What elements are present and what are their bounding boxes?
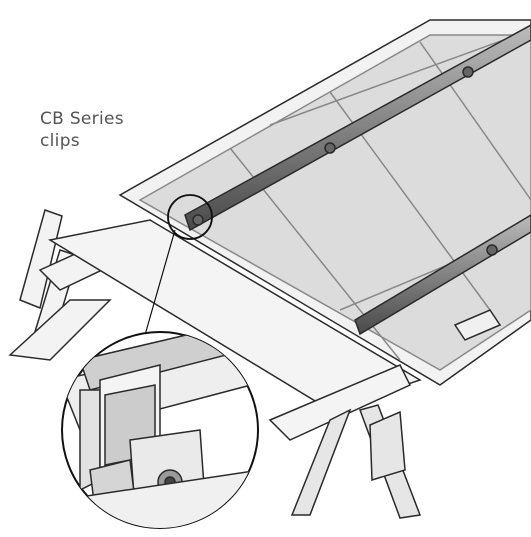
callout-label-line1: CB Series bbox=[40, 109, 124, 129]
callout-leader-line bbox=[144, 229, 176, 336]
mounting-rails bbox=[184, 24, 531, 336]
callout-marker-circle bbox=[167, 194, 213, 240]
right-support-stand bbox=[290, 404, 422, 519]
support-beam bbox=[47, 219, 422, 441]
callout-label: CB Series clips bbox=[40, 108, 124, 152]
callout-label-line2: clips bbox=[40, 131, 80, 151]
